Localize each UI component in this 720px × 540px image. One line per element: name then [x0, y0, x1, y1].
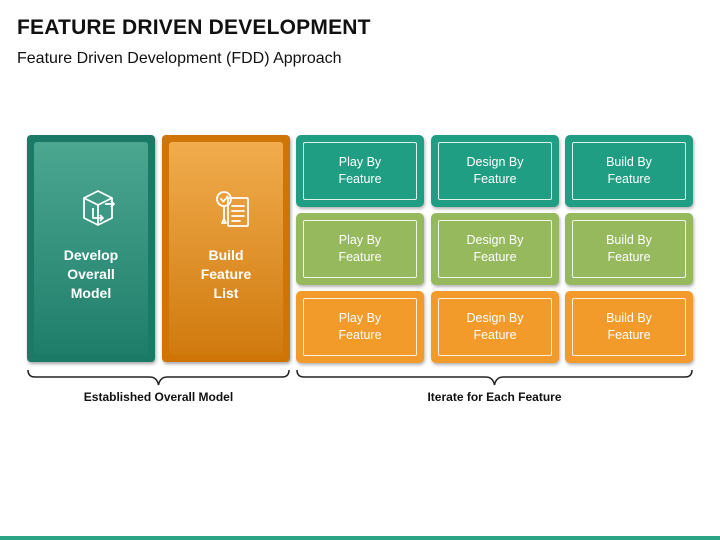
tile-label: Play By Feature	[338, 155, 382, 186]
brace-established-model	[27, 369, 290, 386]
tile-play-by-feature: Play By Feature	[296, 135, 424, 207]
tile-build-by-feature: Build By Feature	[565, 291, 693, 363]
tile-build-by-feature: Build By Feature	[565, 213, 693, 285]
phase-label: Build Feature List	[200, 247, 252, 301]
phase-label: Develop Overall Model	[63, 247, 119, 301]
feature-checklist-icon	[216, 191, 249, 227]
phase-develop-overall-model: Develop Overall Model	[27, 135, 155, 362]
tile-label: Play By Feature	[338, 233, 382, 264]
tile-play-by-feature: Play By Feature	[296, 291, 424, 363]
group-label-established: Established Overall Model	[83, 390, 234, 404]
tile-design-by-feature: Design By Feature	[431, 291, 559, 363]
tile-play-by-feature: Play By Feature	[296, 213, 424, 285]
footer-accent-bar	[0, 536, 720, 540]
tile-label: Build By Feature	[606, 155, 652, 186]
tile-label: Build By Feature	[606, 311, 652, 342]
tile-build-by-feature: Build By Feature	[565, 135, 693, 207]
tile-label: Design By Feature	[466, 233, 524, 264]
tile-label: Build By Feature	[606, 233, 652, 264]
tile-design-by-feature: Design By Feature	[431, 135, 559, 207]
group-label-iterate: Iterate for Each Feature	[427, 390, 562, 404]
phase-build-feature-list: Build Feature List	[162, 135, 290, 362]
page-subtitle: Feature Driven Development (FDD) Approac…	[17, 50, 342, 67]
tile-design-by-feature: Design By Feature	[431, 213, 559, 285]
page-title: FEATURE DRIVEN DEVELOPMENT	[17, 16, 371, 39]
tile-label: Design By Feature	[466, 311, 524, 342]
tile-label: Play By Feature	[338, 311, 382, 342]
tile-label: Design By Feature	[466, 155, 524, 186]
brace-iterate-feature	[296, 369, 693, 386]
3d-model-cube-icon	[83, 190, 115, 226]
